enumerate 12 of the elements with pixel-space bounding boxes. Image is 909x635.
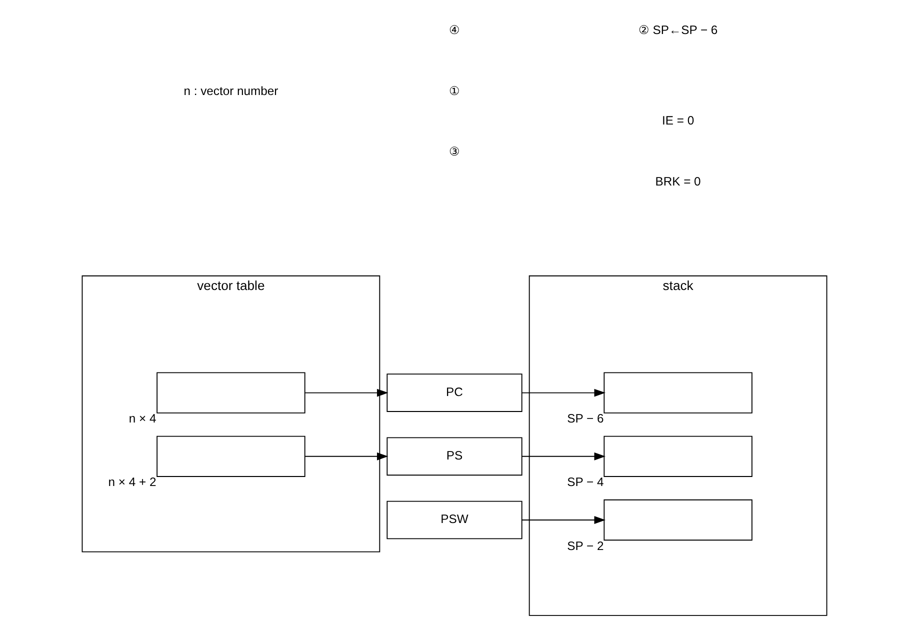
label: ② SP←SP − 6 — [638, 22, 718, 37]
node-label: SP − 6 — [567, 412, 604, 426]
label: ① — [449, 84, 460, 98]
label: IE = 0 — [662, 114, 694, 128]
node-label: n × 4 + 2 — [108, 475, 156, 490]
node-label: n × 4 — [128, 412, 156, 426]
label: ④ — [449, 22, 460, 37]
label: BRK = 0 — [655, 174, 701, 189]
node-label: SP − 4 — [567, 475, 604, 490]
node-label: SP − 2 — [567, 538, 604, 553]
label: ③ — [449, 144, 460, 159]
label: n : vector number — [184, 84, 278, 98]
